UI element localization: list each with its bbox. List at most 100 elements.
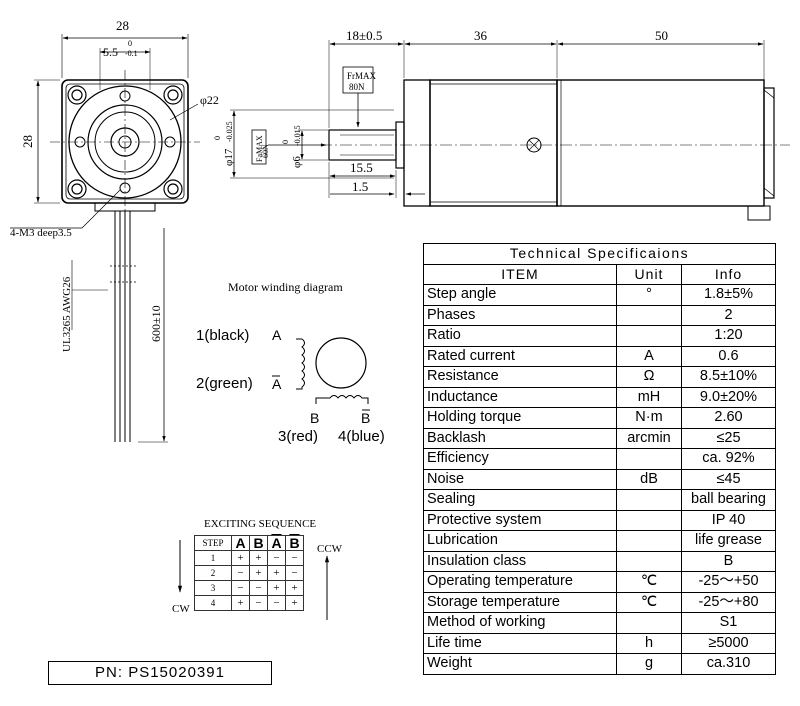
famax-value: 60N: [261, 144, 270, 158]
spec-info: 2.60: [681, 407, 776, 429]
lead-green: 2(green): [196, 375, 253, 392]
spec-info: ≥5000: [681, 632, 776, 654]
spec-item: Noise: [423, 468, 617, 490]
sequence-header-row: STEP A B A B: [194, 535, 304, 551]
unit-header: Unit: [616, 263, 682, 285]
frmax-label: FrMAX: [347, 71, 377, 81]
sequence-cell: +: [285, 580, 304, 596]
sequence-row: 3−−++: [194, 580, 304, 596]
dim-1-5: 1.5: [352, 179, 368, 194]
sequence-cell: +: [285, 595, 304, 611]
spec-item: Operating temperature: [423, 571, 617, 593]
lead-blue: 4(blue): [338, 428, 385, 445]
sequence-row: 2−++−: [194, 565, 304, 581]
spec-info: 9.0±20%: [681, 386, 776, 408]
spec-unit: [616, 509, 682, 531]
part-number: PN: PS15020391: [48, 661, 272, 685]
front-view-labels: 28 28 5.5 0 -0.1 φ22 4-M3 deep3.5 UL3265…: [10, 18, 219, 352]
spec-unit: [616, 550, 682, 572]
ccw-label: CCW: [317, 543, 343, 555]
spec-info: B: [681, 550, 776, 572]
spec-unit: [616, 448, 682, 470]
winding-diagram: [272, 337, 370, 411]
cable-spec: UL3265 AWG26: [61, 276, 73, 352]
spec-item: Protective system: [423, 509, 617, 531]
spec-title-row: Technical Specificaions: [423, 243, 776, 265]
dim-18: 18±0.5: [346, 28, 382, 43]
spec-unit: ℃: [616, 591, 682, 613]
sequence-row: 1++−−: [194, 550, 304, 566]
spec-unit: [616, 304, 682, 326]
spec-unit: mH: [616, 386, 682, 408]
spec-info: 0.6: [681, 345, 776, 367]
sequence-cell: −: [231, 565, 250, 581]
dia17-tol-top: 0: [213, 136, 222, 140]
sequence-arrows: [177, 540, 330, 620]
sequence-title: EXCITING SEQUENCE: [204, 518, 316, 530]
spec-info: -25～+50: [681, 571, 776, 593]
spec-unit: [616, 489, 682, 511]
sequence-step: 4: [194, 595, 232, 611]
sequence-cell: +: [267, 565, 286, 581]
spec-item: Lubrication: [423, 530, 617, 552]
sequence-cell: −: [231, 580, 250, 596]
dim-diameter-22: φ22: [200, 93, 219, 107]
side-view-labels: 18±0.5 36 50 FrMAX 80N FaMAX 60N φ17 0 -…: [213, 28, 668, 194]
winding-labels: Motor winding diagram 1(black) 2(green) …: [196, 280, 385, 445]
lead-black: 1(black): [196, 327, 249, 344]
spec-item: Ratio: [423, 325, 617, 347]
sequence-cell: +: [267, 580, 286, 596]
sequence-cell: −: [249, 595, 268, 611]
sequence-cell: −: [285, 550, 304, 566]
spec-item: Inductance: [423, 386, 617, 408]
phase-a-header: A: [231, 535, 250, 551]
spec-unit: arcmin: [616, 427, 682, 449]
spec-title: Technical Specificaions: [423, 243, 776, 265]
lead-length: 600±10: [149, 305, 163, 342]
spec-info: 2: [681, 304, 776, 326]
technical-specifications-table: Technical Specificaions ITEM Unit Info S…: [423, 243, 776, 675]
spec-row: Storage temperature℃-25～+80: [423, 591, 776, 613]
spec-info: 8.5±10%: [681, 366, 776, 388]
sequence-cell: −: [267, 550, 286, 566]
dim-50: 50: [655, 28, 668, 43]
dia17-tol-bottom: -0.025: [225, 121, 234, 142]
phase-b-label: B: [310, 410, 319, 426]
spec-row: Step angle°1.8±5%: [423, 284, 776, 306]
spec-info: -25～+80: [681, 591, 776, 613]
spec-unit: [616, 325, 682, 347]
phase-b-header: B: [249, 535, 268, 551]
sequence-cell: +: [249, 550, 268, 566]
spec-info: 1.8±5%: [681, 284, 776, 306]
dia6-tol-top: 0: [281, 140, 290, 144]
sequence-step: 2: [194, 565, 232, 581]
spec-info: life grease: [681, 530, 776, 552]
sequence-cell: +: [249, 565, 268, 581]
sequence-cell: −: [267, 595, 286, 611]
item-header: ITEM: [423, 263, 617, 285]
info-header: Info: [681, 263, 776, 285]
dim-hole-spacing: 5.5: [103, 45, 118, 59]
spec-info: ca. 92%: [681, 448, 776, 470]
thread-note: 4-M3 deep3.5: [10, 227, 72, 239]
spec-unit: [616, 612, 682, 634]
spec-unit: dB: [616, 468, 682, 490]
exciting-sequence-table: STEP A B A B 1++−−2−++−3−−++4+−−+: [194, 535, 304, 611]
dim-hole-tol-top: 0: [128, 39, 132, 48]
spec-unit: A: [616, 345, 682, 367]
spec-info: ca.310: [681, 653, 776, 675]
spec-unit: h: [616, 632, 682, 654]
spec-info: S1: [681, 612, 776, 634]
dim-hole-tol-bottom: -0.1: [125, 49, 138, 58]
sequence-step: 3: [194, 580, 232, 596]
